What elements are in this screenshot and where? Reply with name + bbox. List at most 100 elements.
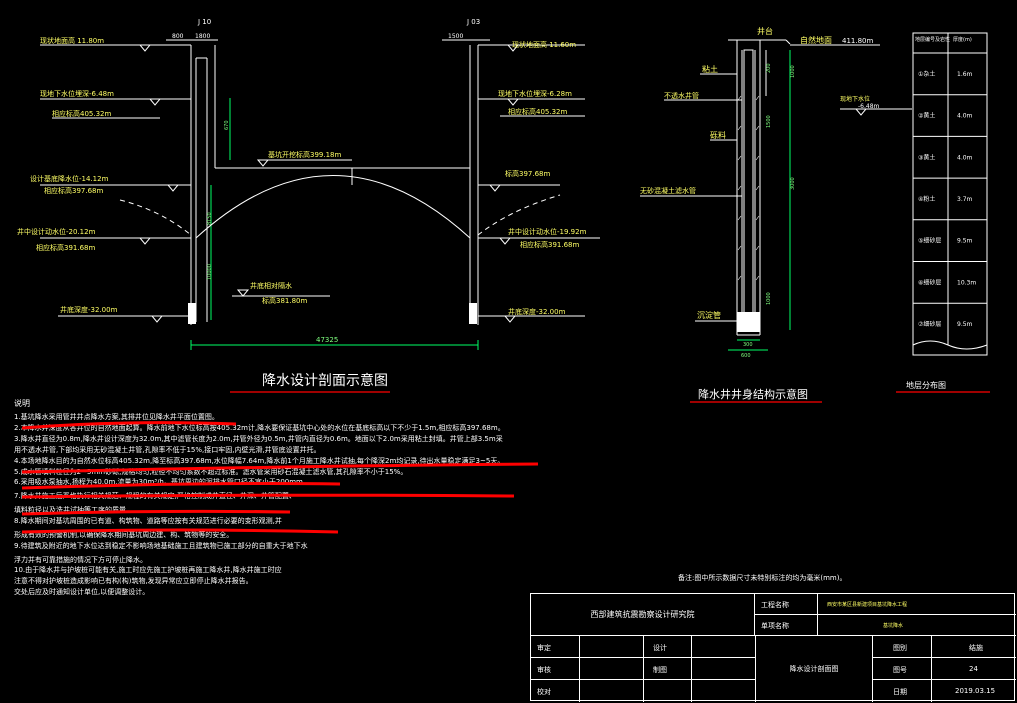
strata-layer-name: ③黄土 [918, 153, 935, 161]
note-line: 5.成水管填料粒径为2~5mm砂砾,规格均匀,粒径不均匀系数不超过标准。滤水管采… [14, 467, 408, 476]
sheet-no-value: 24 [969, 665, 978, 673]
strata-layer-thickness: 9.5m [957, 321, 973, 328]
well-water-right-1: 井中设计动水位-19.92m [508, 227, 587, 236]
strata-layer-thickness: 1.6m [957, 71, 973, 78]
title-block-role: 审核 [537, 666, 551, 674]
pump-pipe-label: 不透水井管 [664, 91, 699, 100]
aquifer-1: 井底相对隔水 [250, 281, 292, 290]
title-block-row: 校对 [531, 680, 755, 702]
ws-bottom-dim-1: 300 [743, 342, 753, 348]
dim-label-1: 670 [224, 120, 230, 130]
clay-label: 粘土 [702, 64, 718, 74]
well-top-label: 井台 [757, 26, 773, 36]
strata-layer-name: ①杂土 [918, 70, 935, 78]
well-water-right-2: 相应标高391.68m [520, 240, 579, 249]
subitem-label: 单项名称 [761, 622, 789, 630]
strata-layer-thickness: 9.5m [957, 238, 973, 245]
strata-header-2: 厚度(m) [953, 36, 972, 43]
span: 47325 [316, 336, 338, 344]
water-left-2: 相应标高405.32m [52, 109, 111, 118]
strata-layer-name: ⑥细砂层 [918, 278, 941, 286]
title-block-row: 审定设计 [531, 636, 755, 658]
ground-value: 411.80m [842, 37, 873, 45]
well-right-id: J 03 [466, 18, 480, 26]
title-block: 西部建筑抗震勘察设计研究院 工程名称 西安市某区县新建项目基坑降水工程 单项名称… [530, 593, 1016, 702]
inner-pipe [743, 49, 754, 331]
left-well-sediment [188, 303, 196, 324]
water-left-1: 现地下水位埋深-6.48m [40, 89, 114, 98]
note-line: 3.降水井直径为0.8m,降水井设计深度为32.0m,其中滤管长度为2.0m,井… [14, 435, 503, 444]
strata-layer-thickness: 3.7m [957, 196, 973, 203]
title-block-rows: 审定设计审核 制图校对 [531, 636, 755, 702]
well-water-left-1: 井中设计动水位-20.12m [17, 227, 96, 236]
well-water-left-2: 相应标高391.68m [36, 243, 95, 252]
aquifer-2: 标高381.80m [262, 296, 307, 305]
notes-block: 说明 1.基坑降水采用管井井点降水方案,其排井位见降水井平面位置图。 2.本降水井… [14, 398, 554, 598]
note-line: 8.降水期间对基坑周围的已有道、构筑物、道路等应按有关规范进行必要的变形观测,并 [14, 516, 282, 525]
design-left-1: 设计基底降水位-14.12m [30, 174, 109, 183]
dim-left-top-2: 1800 [195, 33, 210, 40]
note-line: 用不透水井管,下部均采用无砂混凝土井管,孔隙率不低于15%,接口牢固,内壁光滑,… [14, 445, 321, 454]
date-label: 日期 [893, 688, 907, 696]
strata-title: 地层分布图 [906, 380, 946, 390]
gravel-label: 砾料 [710, 130, 726, 140]
filter-pipe-label: 无砂混凝土滤水管 [640, 186, 696, 195]
note-line: 10.由于降水井与护坡桩可能有关,施工时应先施工护坡桩再施工降水井,降水井施工时… [14, 566, 282, 575]
notes-heading: 说明 [14, 399, 30, 408]
title-block-role: 审定 [537, 644, 551, 652]
well-water-level-1: 现地下水位 [840, 95, 870, 103]
well-water-level-2: -6.48m [858, 103, 880, 110]
strata-layer-thickness: 10.3m [957, 279, 976, 286]
well-structure-title: 降水井井身结构示意图 [698, 387, 808, 401]
project-label: 工程名称 [761, 601, 789, 609]
ws-bottom-dim-2: 600 [741, 353, 751, 359]
section-title: 降水设计剖面示意图 [262, 372, 388, 389]
strata-layer-name: ④粉土 [918, 195, 935, 203]
subitem-value: 基坑降水 [883, 623, 904, 629]
water-right-1: 现地下水位埋深-6.28m [498, 89, 572, 98]
dim-left-top-1: 800 [172, 33, 184, 40]
note-line: 填料粒径以及洗井试抽等工序的质量。 [14, 506, 133, 515]
footnote: 备注:图中所示数据尺寸未特别标注的均为毫米(mm)。 [678, 574, 847, 582]
water-right-2: 相应标高405.32m [508, 107, 567, 116]
sediment-pipe [737, 312, 760, 332]
note-line: 1.基坑降水采用管井井点降水方案,其排井位见降水井平面位置图。 [14, 413, 219, 422]
ws-dim-1: 200 [766, 63, 772, 73]
sheet-type-label: 图别 [893, 644, 907, 652]
design-right: 标高397.68m [505, 169, 550, 178]
title-block-role2: 制图 [653, 666, 667, 674]
strata-layer-name: ⑤细砂层 [918, 237, 941, 245]
ground-right: 现状地面高 11.60m [512, 40, 576, 49]
ground-label: 自然地面 [800, 35, 832, 45]
ws-dim-2: 1500 [766, 115, 772, 128]
design-left-2: 相应标高397.68m [44, 186, 103, 195]
ws-dim-3: 1000 [790, 65, 796, 78]
well-left-id: J 10 [197, 18, 211, 26]
strata-header-1: 地层编号及岩性 [915, 36, 950, 43]
note-line: 2.本降水井深度从各井位的自然地面起算。降水前地下水位标高按405.32m计,降… [14, 424, 505, 433]
title-block-row: 审核 制图 [531, 658, 755, 680]
strata-layer-thickness: 4.0m [957, 154, 973, 161]
ground-left: 现状地面高 11.80m [40, 36, 104, 45]
ws-dim-4: 3000 [790, 177, 796, 190]
note-line: 4.本场地降水目的为自然水位标高405.32m,降至标高397.68m,水位降幅… [14, 456, 505, 465]
drawing-name: 降水设计剖面图 [755, 636, 873, 702]
ws-dim-5: 1000 [766, 292, 772, 305]
sheet-no-label: 图号 [893, 666, 907, 674]
pit-bottom: 基坑开挖标高399.18m [268, 150, 341, 159]
note-line: 浮力并有可靠措施的情况下方可停止降水。 [14, 555, 147, 564]
note-line: 交处后应及时通知设计单位,以便调整设计。 [14, 588, 150, 597]
strata-layer-thickness: 4.0m [957, 113, 973, 120]
date-value: 2019.03.15 [955, 687, 996, 695]
dim-right-top: 1500 [448, 33, 463, 40]
sediment-pipe-label: 沉淀管 [697, 310, 721, 320]
note-line: 7.降水井施工后严格执行相关规范、规程的有关规定,严格控制成井直径、井深、井管配… [14, 492, 296, 501]
sheet-type-value: 结施 [969, 644, 983, 652]
section-drawing: J 10 800 1800 J 03 1500 现状地面高 11.80m 现状地… [17, 18, 600, 393]
note-line: 注意不得对护坡桩造成影响已有构(构)筑物,发现异常应立即停止降水并报告。 [14, 577, 253, 586]
depth-right: 井底深度-32.00m [508, 307, 566, 316]
strata-layer-name: ⑦细砂层 [918, 320, 941, 328]
dim-label-3: 10000 [207, 264, 213, 280]
